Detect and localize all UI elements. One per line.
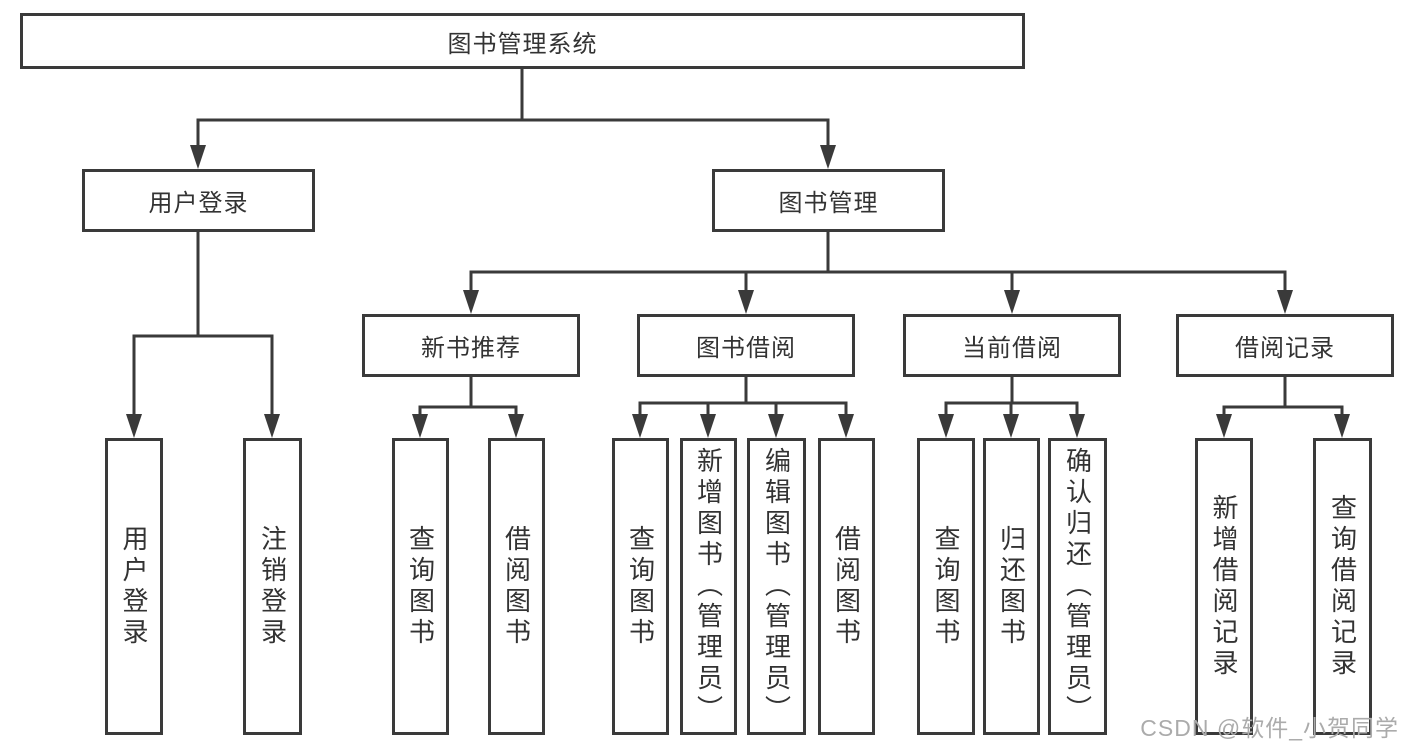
node-label: 查询图书 [931,524,961,649]
leaf-add-borrow-record: 新增借阅记录 [1195,438,1253,735]
leaf-logout: 注销登录 [243,438,302,735]
leaf-borrow-books-recommend: 借阅图书 [488,438,545,735]
leaf-return-books: 归还图书 [983,438,1040,735]
leaf-query-borrow-record: 查询借阅记录 [1313,438,1372,735]
edge-records-to-leaves [1216,377,1350,438]
node-current-borrow: 当前借阅 [903,314,1121,377]
node-label: 借阅图书 [501,524,532,649]
leaf-borrow-books: 借阅图书 [818,438,875,735]
leaf-user-login: 用户登录 [105,438,163,735]
edge-newbooks-to-leaves [412,377,524,438]
leaf-query-books-current: 查询图书 [917,438,975,735]
node-label: 查询借阅记录 [1327,493,1358,680]
node-label: 注销登录 [257,524,288,649]
node-label: 用户登录 [119,524,149,649]
edge-bookmgmt-to-level3 [463,232,1293,314]
leaf-query-books-recommend: 查询图书 [392,438,449,735]
node-book-management: 图书管理 [712,169,945,232]
edge-borrow-to-leaves [632,377,854,438]
node-label: 新书推荐 [421,335,521,362]
node-label: 查询图书 [625,524,656,649]
node-label: 用户登录 [148,190,249,217]
node-label: 当前借阅 [962,335,1062,362]
node-user-login: 用户登录 [82,169,315,232]
node-label: 查询图书 [405,524,436,649]
node-label: 图书借阅 [696,335,796,362]
node-root-library-system: 图书管理系统 [20,13,1025,69]
leaf-edit-books-admin: 编辑图书（管理员） [747,438,806,735]
node-new-book-recommend: 新书推荐 [362,314,580,377]
node-label: 借阅记录 [1235,335,1335,362]
node-label: 归还图书 [996,524,1027,649]
node-label: 借阅图书 [831,524,862,649]
leaf-add-books-admin: 新增图书（管理员） [680,438,737,735]
edge-userlogin-to-leaves [126,232,280,438]
node-label: 编辑图书（管理员） [761,447,792,726]
node-label: 图书管理 [778,190,879,217]
csdn-watermark: CSDN @软件_小贺同学 [1140,715,1399,741]
edge-current-to-leaves [938,377,1085,438]
node-label: 图书管理系统 [447,30,598,58]
leaf-query-books-borrow: 查询图书 [612,438,669,735]
node-book-borrow: 图书借阅 [637,314,855,377]
node-label: 新增借阅记录 [1209,493,1239,680]
node-label: 新增图书（管理员） [693,447,724,726]
node-borrow-records: 借阅记录 [1176,314,1394,377]
edge-root-to-level2 [190,69,836,169]
node-label: 确认归还（管理员） [1062,447,1093,726]
leaf-confirm-return-admin: 确认归还（管理员） [1048,438,1107,735]
